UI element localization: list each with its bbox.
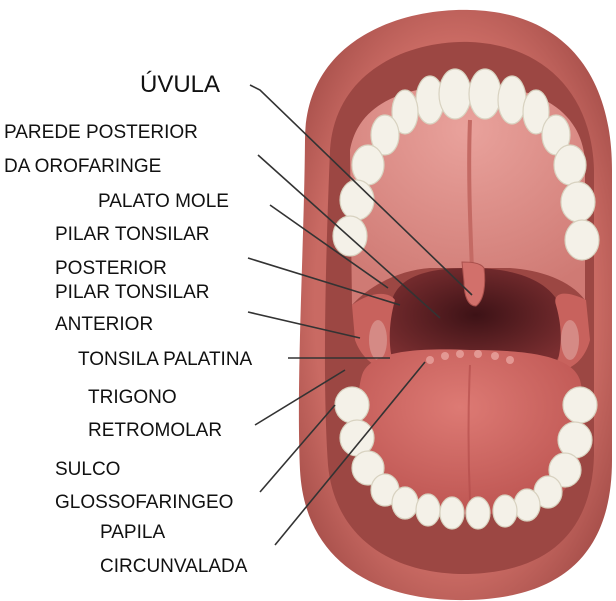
labels: ÚVULA PAREDE POSTERIOR DA OROFARINGE PAL… (4, 71, 253, 577)
left-palatine-tonsil (369, 320, 387, 360)
label-palatine-tonsil: TONSILA PALATINA (78, 349, 253, 370)
label-anterior-pillar-line1: PILAR TONSILAR (55, 282, 210, 303)
label-retromolar-line2: RETROMOLAR (88, 420, 222, 441)
label-glossopharyngeal-line2: GLOSSOFARINGEO (55, 492, 233, 513)
label-posterior-pillar-line2: POSTERIOR (55, 258, 167, 279)
right-palatine-tonsil (561, 320, 579, 360)
label-papilla-line2: CIRCUNVALADA (100, 556, 248, 577)
label-uvula: ÚVULA (140, 71, 220, 98)
label-anterior-pillar-line2: ANTERIOR (55, 314, 153, 335)
label-posterior-wall-line1: PAREDE POSTERIOR (4, 122, 198, 143)
label-glossopharyngeal-line1: SULCO (55, 459, 120, 480)
label-soft-palate: PALATO MOLE (98, 191, 229, 212)
label-retromolar-line1: TRIGONO (88, 387, 177, 408)
label-papilla-line1: PAPILA (100, 522, 165, 543)
label-posterior-pillar-line1: PILAR TONSILAR (55, 224, 210, 245)
label-posterior-wall-line2: DA OROFARINGE (4, 156, 161, 177)
